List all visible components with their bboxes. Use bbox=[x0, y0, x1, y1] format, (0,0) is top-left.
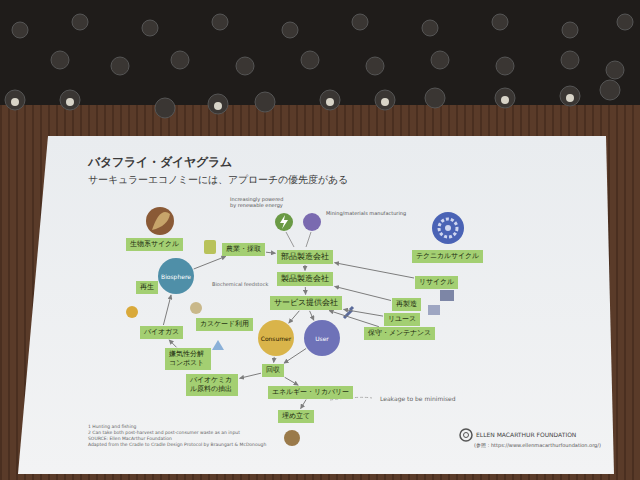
note-label: サーキュラーエコノミーには、アプローチの優先度がある bbox=[88, 174, 348, 186]
flow-arrow bbox=[285, 377, 299, 385]
process-box: 部品製造会社 bbox=[277, 250, 333, 264]
node-text: リサイクル bbox=[419, 278, 454, 287]
note-label: Adapted from the Cradle to Cradle Design… bbox=[88, 442, 266, 447]
node-text: Biosphere bbox=[161, 273, 191, 280]
note-label: Mining/materials manufacturing bbox=[326, 210, 406, 216]
note-label: Biochemical feedstock bbox=[212, 281, 268, 287]
process-box: 埋め立て bbox=[278, 410, 314, 423]
light-lenses bbox=[11, 94, 574, 110]
flow-arrow bbox=[335, 286, 392, 300]
note-label: 2 Can take both post-harvest and post-co… bbox=[88, 430, 240, 435]
process-box: バイオケミカル原料の抽出 bbox=[186, 374, 238, 396]
projection-screen bbox=[18, 136, 614, 474]
node-text: カスケード利用 bbox=[200, 320, 249, 329]
process-box: 保守・メンテナンス bbox=[364, 327, 435, 340]
farming-icon bbox=[204, 240, 216, 254]
flow-arrow bbox=[266, 252, 276, 253]
biogas-icon bbox=[126, 306, 138, 318]
flow-arrow bbox=[240, 373, 262, 378]
node-text: テクニカルサイクル bbox=[416, 252, 479, 261]
note-label: Leakage to be minimised bbox=[380, 395, 456, 402]
node-text: 農業・採取 bbox=[226, 245, 261, 254]
node-text: 再製造 bbox=[396, 300, 417, 309]
biosphere-circle: Biosphere bbox=[158, 258, 194, 294]
node-text: 部品製造会社 bbox=[281, 252, 329, 262]
gear-teeth bbox=[439, 219, 457, 237]
flow-arrow bbox=[335, 263, 415, 278]
process-box: 嫌気性分解 コンポスト bbox=[165, 348, 211, 370]
flow-arrow bbox=[273, 357, 275, 363]
slide-title: バタフライ・ダイヤグラム bbox=[88, 154, 232, 171]
node-text: バイオケミカル原料の抽出 bbox=[190, 376, 234, 394]
note-label: SOURCE: Ellen MacArthur Foundation bbox=[88, 436, 172, 441]
process-box: 再生 bbox=[136, 281, 158, 294]
note-label: 1 Hunting and fishing bbox=[88, 424, 136, 429]
process-box: 製品製造会社 bbox=[277, 272, 333, 286]
flow-arrow bbox=[163, 295, 171, 325]
node-text: 再生 bbox=[140, 283, 154, 292]
user-circle: User bbox=[304, 320, 340, 356]
process-box: 再製造 bbox=[392, 298, 421, 311]
note-label: Increasingly powered by renewable energy bbox=[230, 196, 286, 208]
flow-arrow bbox=[305, 265, 306, 271]
mining-icon bbox=[303, 213, 321, 231]
process-box: バイオガス bbox=[140, 326, 183, 339]
flow-arrow bbox=[310, 311, 314, 320]
process-box: エネルギー・リカバリー bbox=[268, 386, 353, 399]
energy-icon bbox=[275, 213, 293, 231]
node-text: 製品製造会社 bbox=[281, 274, 329, 284]
node-text: 埋め立て bbox=[282, 412, 310, 421]
lightning-symbol bbox=[280, 215, 288, 229]
foundation-logo-inner bbox=[464, 433, 469, 438]
stage-lights bbox=[5, 14, 633, 118]
process-box: 農業・採取 bbox=[222, 243, 265, 256]
node-text: 生物系サイクル bbox=[130, 240, 179, 249]
flow-arrow bbox=[305, 287, 306, 295]
process-box: リユース bbox=[384, 313, 420, 326]
flow-arrow bbox=[329, 311, 379, 327]
wall bbox=[0, 105, 640, 480]
factory-icon bbox=[440, 290, 454, 301]
node-text: リユース bbox=[388, 315, 416, 324]
node-text: User bbox=[315, 335, 329, 342]
cycle-heading: テクニカルサイクル bbox=[412, 250, 483, 263]
leaf-shape bbox=[152, 212, 170, 230]
node-text: 保守・メンテナンス bbox=[368, 329, 431, 338]
process-box: サービス提供会社 bbox=[270, 296, 342, 310]
foundation-logo bbox=[460, 429, 472, 441]
gear-icon bbox=[432, 212, 464, 244]
flow-arrow bbox=[344, 309, 384, 316]
node-text: バイオガス bbox=[144, 328, 179, 337]
node-text: 回収 bbox=[266, 366, 280, 375]
flow-arrow bbox=[301, 400, 307, 409]
flow-arrow bbox=[169, 340, 177, 348]
gear-hub bbox=[445, 225, 451, 231]
node-text: 嫌気性分解 コンポスト bbox=[169, 350, 207, 368]
flask-icon bbox=[212, 340, 224, 350]
flow-arrow bbox=[289, 311, 300, 323]
feed-line bbox=[286, 232, 294, 247]
process-box: カスケード利用 bbox=[196, 318, 253, 331]
leaf-icon bbox=[146, 207, 174, 235]
cycle-heading: 生物系サイクル bbox=[126, 238, 183, 251]
consumer-circle: Consumer bbox=[258, 320, 294, 356]
process-box: 回収 bbox=[262, 364, 284, 377]
node-text: Consumer bbox=[261, 335, 292, 342]
node-text: サービス提供会社 bbox=[274, 298, 338, 308]
feed-line bbox=[306, 232, 311, 247]
process-box: リサイクル bbox=[415, 276, 458, 289]
node-text: エネルギー・リカバリー bbox=[272, 388, 349, 397]
refurbish-icon bbox=[428, 305, 440, 315]
flow-arrow bbox=[194, 256, 226, 269]
note-label: (参照：https://www.ellenmacarthurfoundation… bbox=[474, 442, 601, 448]
note-label: ELLEN MACARTHUR FOUNDATION bbox=[476, 431, 576, 438]
compost-icon bbox=[190, 302, 202, 314]
landfill-icon bbox=[284, 430, 300, 446]
